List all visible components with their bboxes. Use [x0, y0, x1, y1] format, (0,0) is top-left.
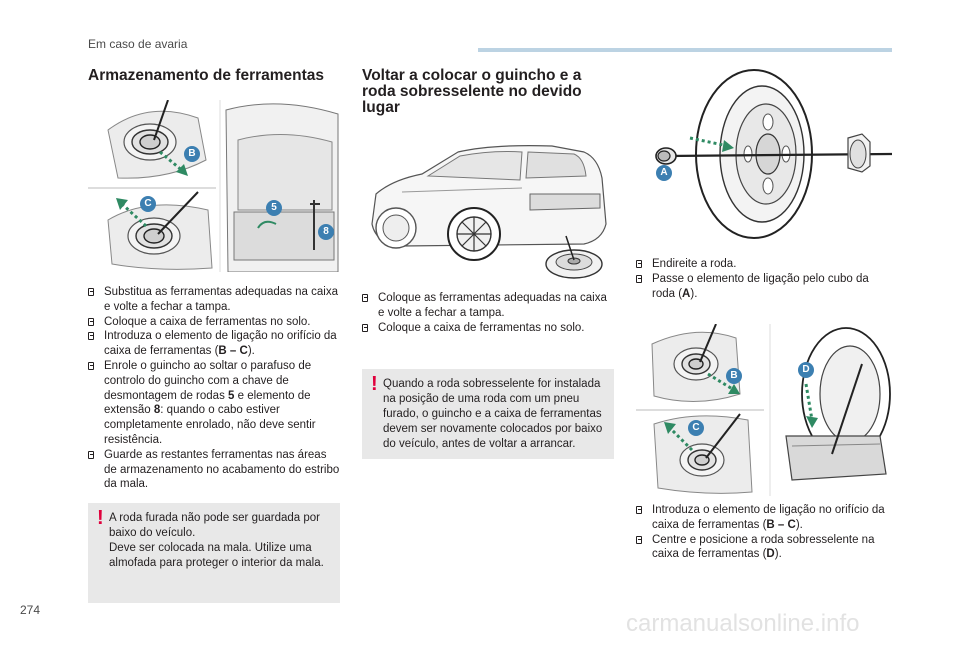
header-rule — [478, 48, 892, 52]
bullet-icon — [362, 294, 368, 302]
col2-instructions: Coloque as ferramentas adequadas na caix… — [362, 291, 612, 335]
label-a-badge: A — [656, 165, 672, 181]
warning-text: Quando a roda sobresselente for instalad… — [383, 378, 603, 450]
page-number: 274 — [20, 603, 41, 617]
warning-icon: ! — [371, 373, 378, 395]
col1-title: Armazenamento de ferramentas — [88, 67, 325, 84]
list-item: Endireite a roda. — [636, 257, 892, 272]
list-item: Passe o elemento de ligação pelo cubo da… — [636, 272, 892, 302]
label-5-badge: 5 — [266, 200, 282, 216]
toolbox-figure: B C D — [636, 324, 892, 496]
bullet-icon — [636, 506, 642, 514]
col3-instructions-top: Endireite a roda. Passe o elemento de li… — [636, 257, 892, 301]
bullet-icon — [88, 332, 94, 341]
list-item: Enrole o guincho ao soltar o parafuso de… — [88, 359, 342, 448]
label-b-badge: B — [184, 146, 200, 162]
watermark: carmanualsonline.info — [626, 610, 860, 637]
tool-storage-illustration — [88, 100, 339, 272]
col2-warning-box: ! Quando a roda sobresselente for instal… — [362, 369, 614, 459]
list-item: Centre e posicione a roda sobresselente … — [636, 533, 892, 563]
bullet-icon — [636, 260, 642, 268]
section-label: Em caso de avaria — [88, 37, 188, 51]
list-item: Guarde as restantes ferramentas nas área… — [88, 448, 342, 492]
list-item: Introduza o elemento de ligação no orifí… — [636, 503, 892, 533]
wheel-hub-figure: A — [636, 68, 892, 244]
bullet-icon — [88, 288, 94, 296]
label-d-badge: D — [798, 362, 814, 378]
car-spare-wheel-illustration — [371, 145, 607, 279]
list-item: Substitua as ferramentas adequadas na ca… — [88, 285, 342, 315]
label-b-badge: B — [726, 368, 742, 384]
col2-title: Voltar a colocar o guincho e a roda sobr… — [362, 67, 582, 116]
label-c-badge: C — [688, 420, 704, 436]
label-c-badge: C — [140, 196, 156, 212]
bullet-icon — [636, 535, 642, 544]
list-item: Coloque a caixa de ferramentas no solo. — [88, 315, 342, 330]
bullet-icon — [636, 274, 642, 283]
wheel-hub-illustration — [655, 69, 892, 239]
col1-warning-box: ! A roda furada não pode ser guardada po… — [88, 503, 340, 603]
warning-text: A roda furada não pode ser guardada por … — [109, 512, 324, 569]
warning-icon: ! — [97, 507, 104, 529]
list-item: Coloque a caixa de ferramentas no solo. — [362, 321, 612, 336]
toolbox-illustration — [636, 324, 891, 496]
col3-instructions-bottom: Introduza o elemento de ligação no orifí… — [636, 503, 892, 562]
list-item: Coloque as ferramentas adequadas na caix… — [362, 291, 612, 321]
bullet-icon — [88, 450, 94, 459]
bullet-icon — [362, 323, 368, 332]
list-item: Introduza o elemento de ligação no orifí… — [88, 329, 342, 359]
car-figure — [362, 128, 614, 284]
bullet-icon — [88, 317, 94, 326]
bullet-icon — [88, 361, 94, 370]
tool-storage-figure: B C 5 8 — [88, 100, 340, 272]
col1-instructions: Substitua as ferramentas adequadas na ca… — [88, 285, 342, 492]
label-8-badge: 8 — [318, 224, 334, 240]
